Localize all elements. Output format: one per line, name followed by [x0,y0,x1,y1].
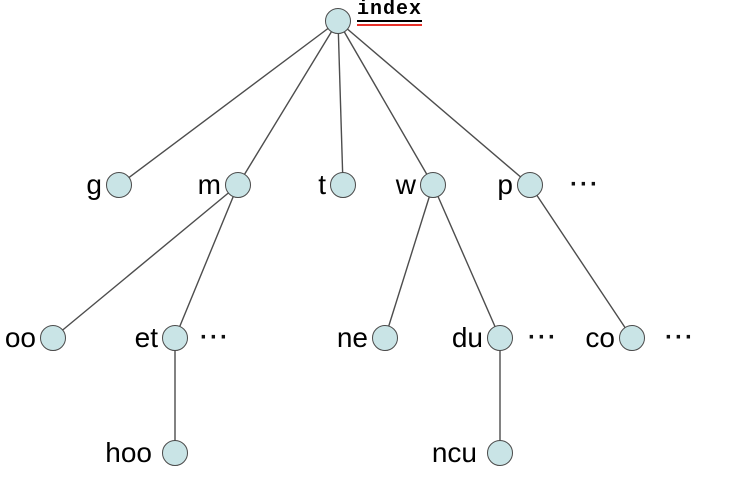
ellipsis-after-et: ··· [200,324,230,351]
node-label-et: et [134,322,158,353]
edge-index-p [337,20,531,186]
node-circle-w [420,172,446,198]
node-circle-p [517,172,543,198]
node-circle-index [325,8,351,34]
node-label-oo: oo [4,322,36,353]
node-circle-co [619,325,645,351]
edge-index-t [337,20,344,186]
node-circle-oo [40,325,66,351]
node-circle-ncu [487,440,513,466]
edge-m-oo [52,184,239,339]
node-circle-hoo [162,440,188,466]
node-label-ncu: ncu [431,437,477,468]
node-label-du: du [451,322,483,353]
node-label-hoo: hoo [105,437,152,468]
node-label-w: w [395,169,416,200]
root-node-label: index [357,0,423,26]
edge-w-du [432,184,501,339]
edge-index-g [118,20,339,186]
node-label-p: p [497,169,513,200]
index-label-text: index [357,0,423,22]
node-circle-ne [372,325,398,351]
edge-m-et [174,184,239,339]
edge-p-co [529,184,633,339]
node-label-co: co [585,322,615,353]
node-circle-et [162,325,188,351]
node-label-ne: ne [336,322,368,353]
ellipsis-after-co: ··· [665,324,695,351]
ellipsis-after-du: ··· [528,324,558,351]
node-circle-m [225,172,251,198]
node-label-t: t [318,169,326,200]
node-circle-t [330,172,356,198]
node-label-g: g [86,169,102,200]
edge-index-m [237,20,339,186]
node-circle-du [487,325,513,351]
node-label-m: m [197,169,221,200]
node-circle-g [106,172,132,198]
edge-index-w [337,20,434,186]
ellipsis-after-p: ··· [570,171,600,198]
edge-w-ne [384,184,434,339]
